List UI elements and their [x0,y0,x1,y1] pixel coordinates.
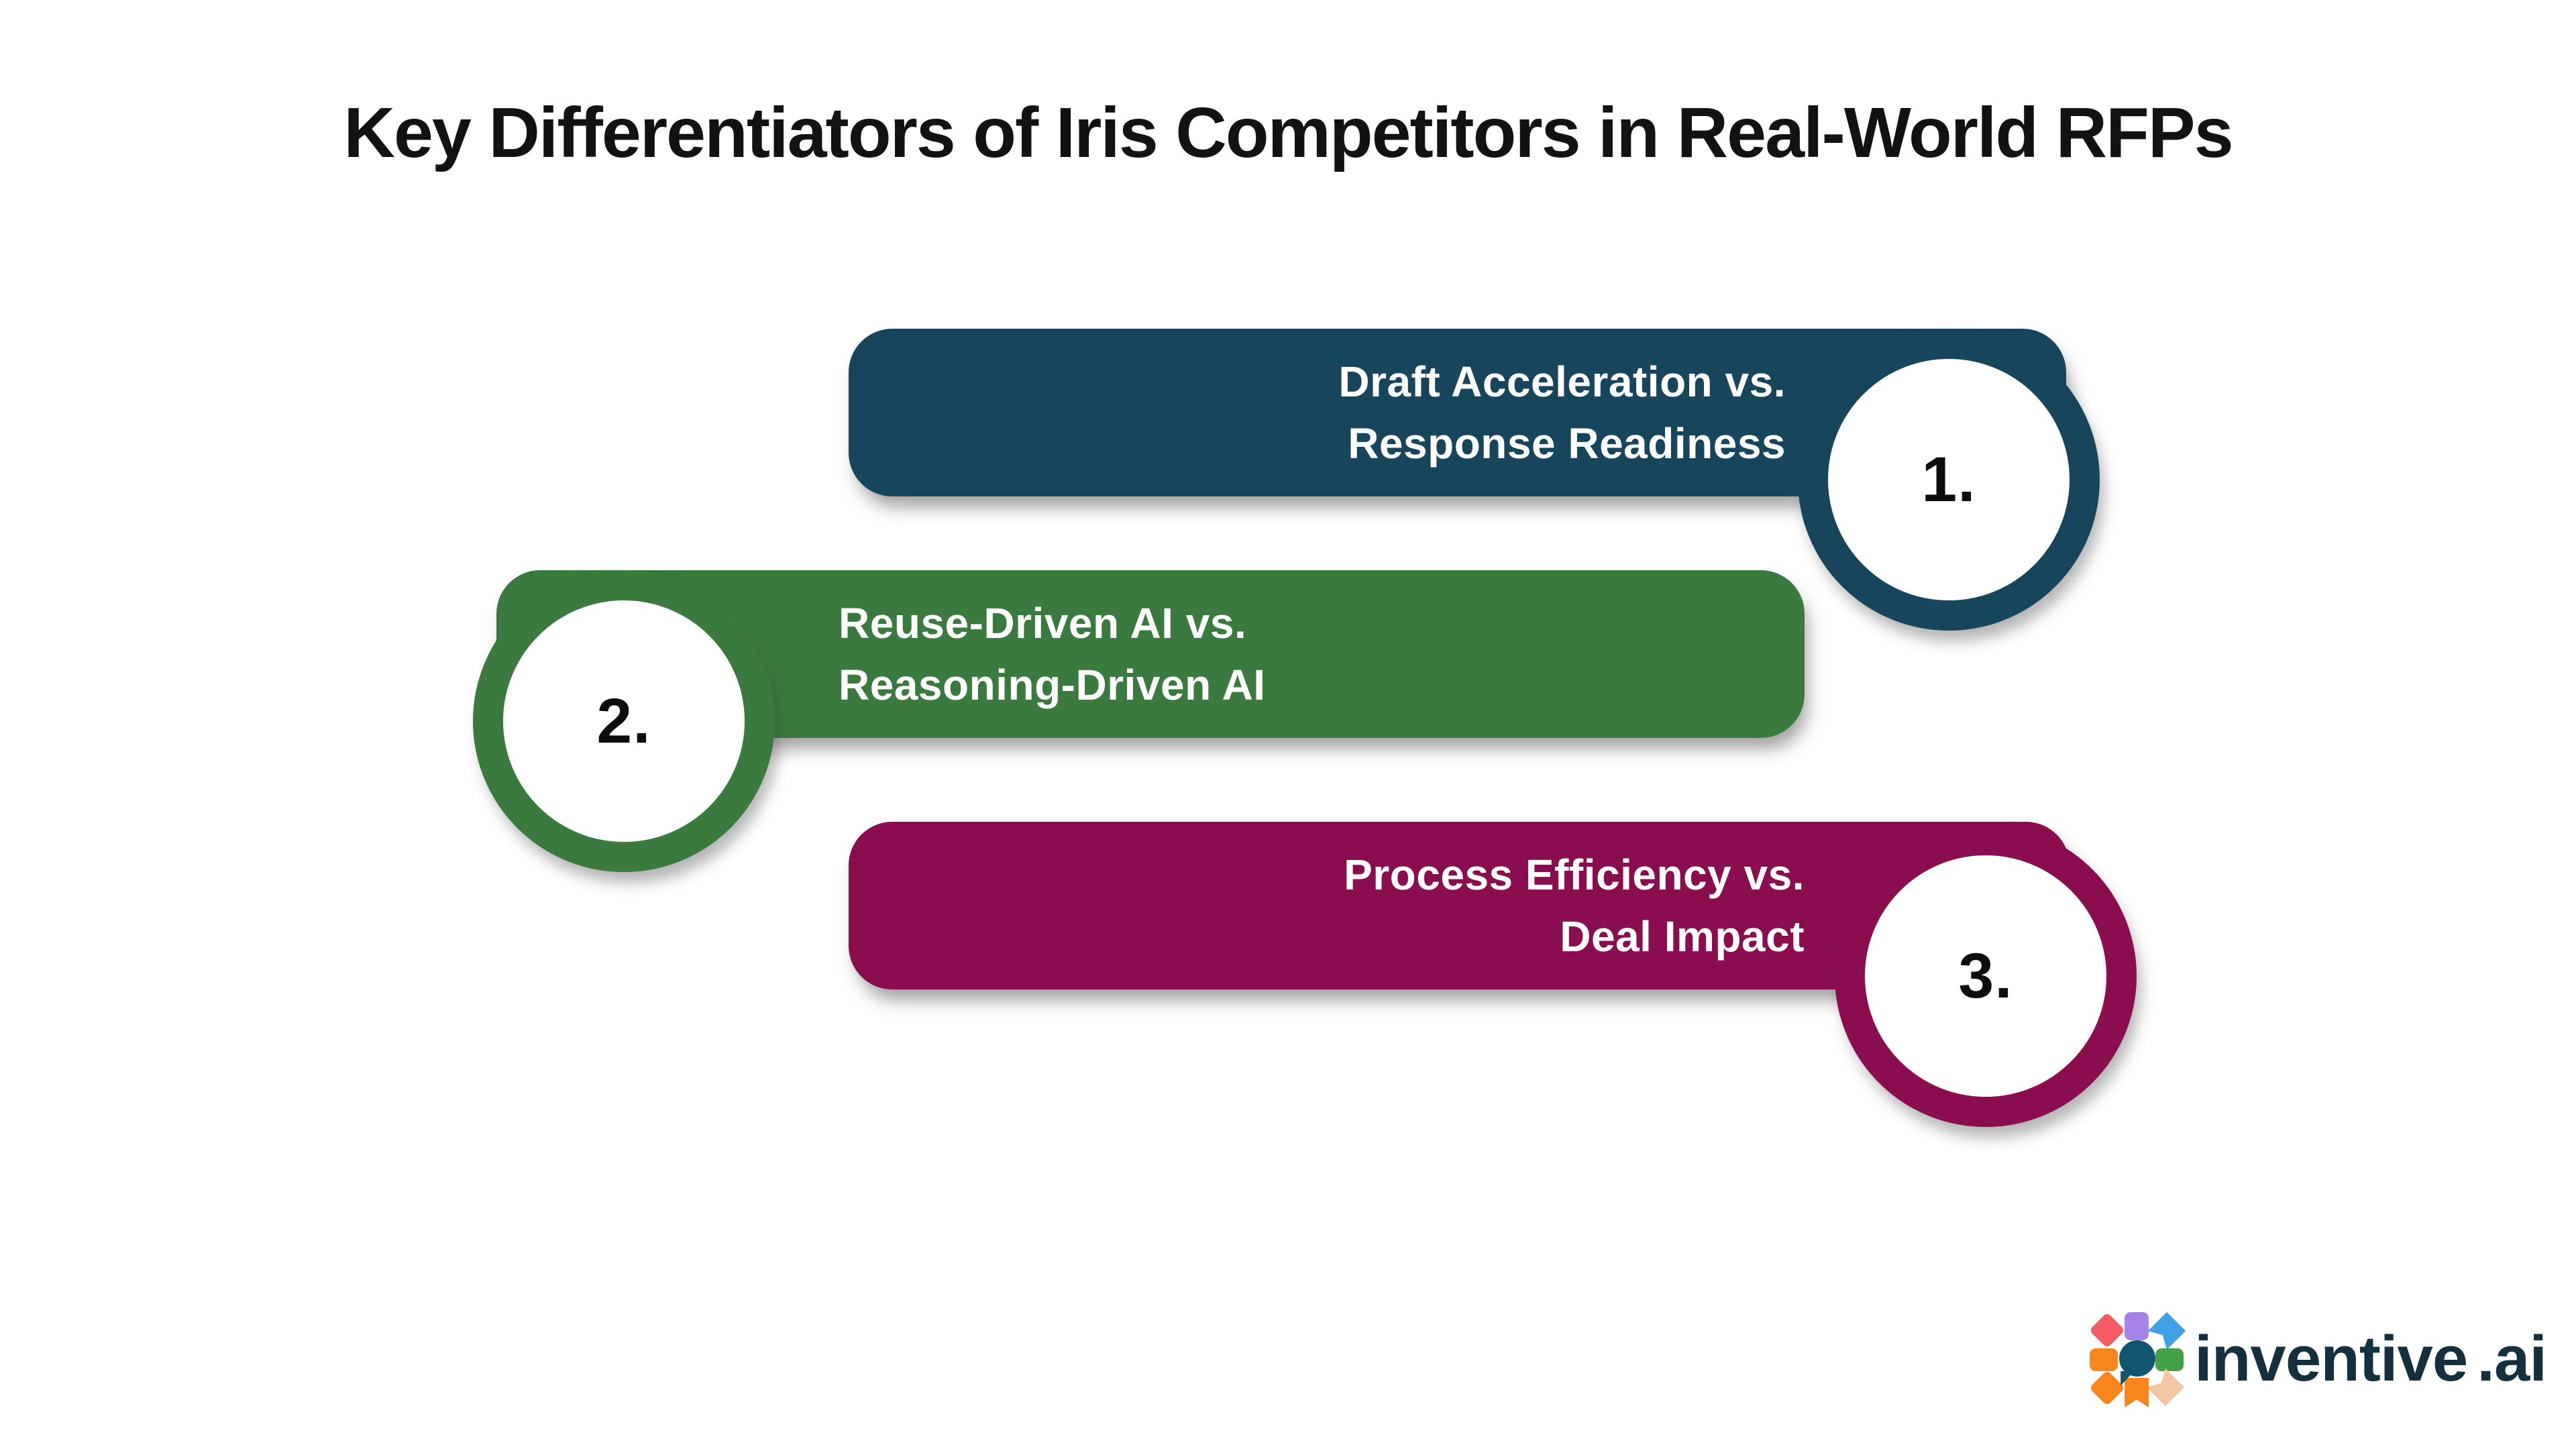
logo-brand-text: inventive [2194,1323,2468,1395]
pill-3-line-1: Process Efficiency vs. [1344,851,1805,899]
number-badge-2: 2. [473,570,775,872]
number-badge-2-label: 2. [596,685,651,757]
number-badge-3: 3. [1835,825,2137,1127]
number-badge-1-label: 1. [1921,443,1976,515]
petal-blue-diamond-icon [2148,1312,2186,1350]
number-badge-3-label: 3. [1958,940,2013,1012]
pill-3-line-2: Deal Impact [1560,912,1805,961]
inventive-ai-logo: inventive .ai [2089,1312,2547,1407]
petal-red-diamond-icon [2089,1312,2125,1348]
pill-2-line-1: Reuse-Driven AI vs. [839,599,1247,647]
pill-2-line-2: Reasoning-Driven AI [839,661,1266,709]
page-title: Key Differentiators of Iris Competitors … [343,93,2233,172]
petal-purple-icon [2125,1312,2149,1340]
logo-suffix-text: .ai [2477,1323,2547,1395]
petal-peach-icon [2147,1368,2185,1407]
petal-orange-ribbon-icon [2125,1378,2149,1407]
petal-orange-diamond-icon [2089,1370,2125,1406]
petal-green-icon [2155,1348,2184,1371]
number-badge-1: 1. [1798,329,2100,631]
inventive-pinwheel-icon [2089,1312,2186,1407]
pill-1-line-1: Draft Acceleration vs. [1338,358,1786,406]
speech-bubble-icon [2119,1340,2156,1377]
petal-orange-bar-icon [2090,1348,2118,1371]
pill-1-line-2: Response Readiness [1348,419,1786,468]
